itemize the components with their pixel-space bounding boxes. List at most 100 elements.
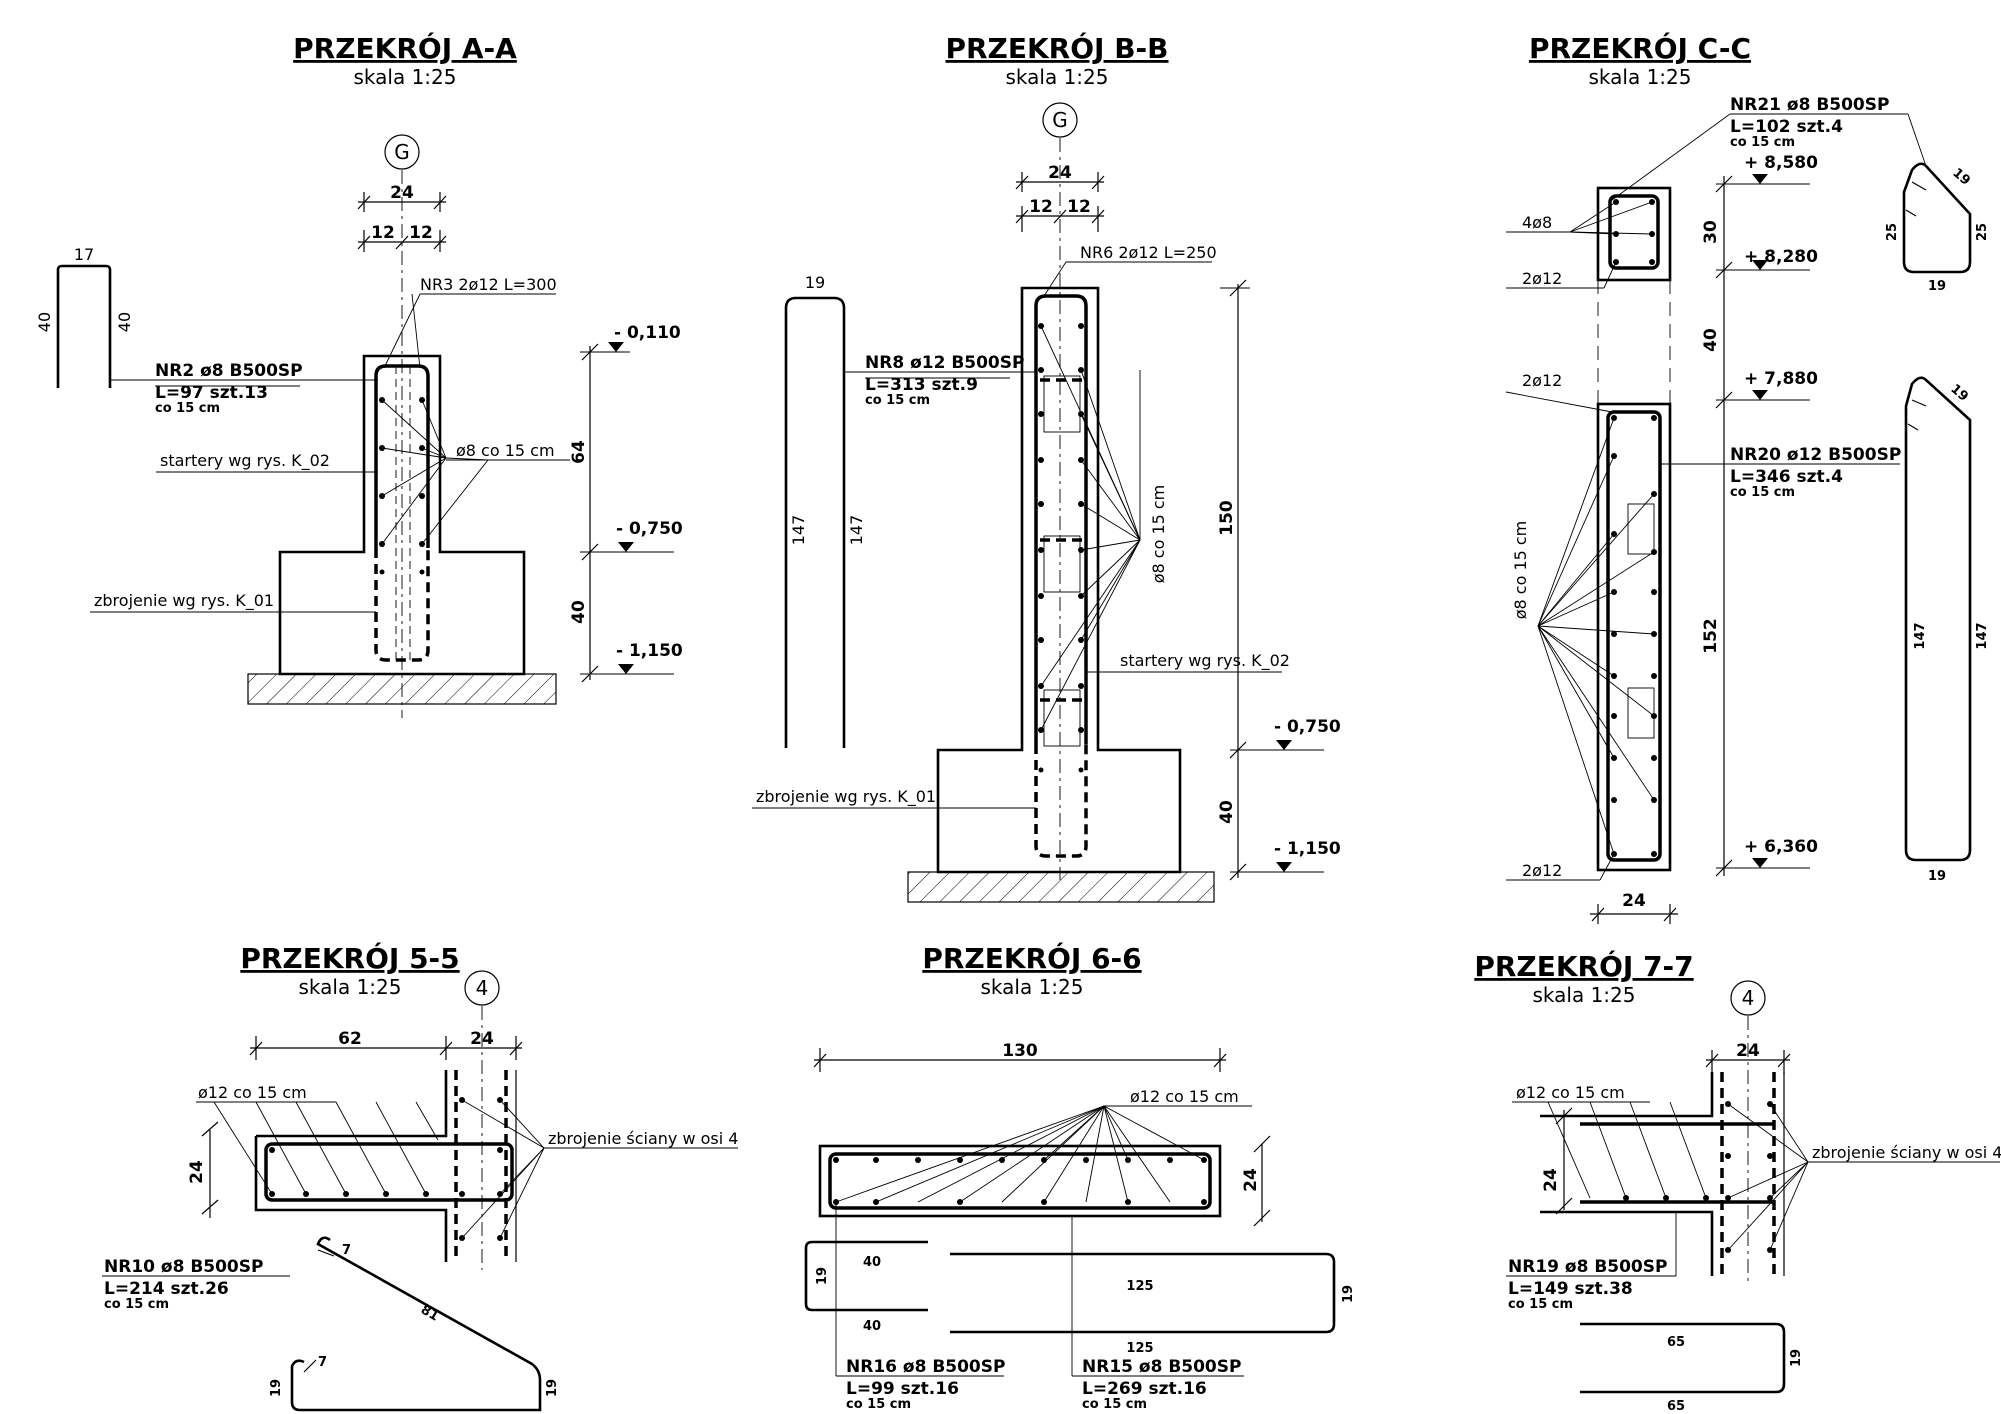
nr16-line2: L=99 szt.16 — [846, 1379, 959, 1399]
levels-aa: - 0,110 - 0,750 - 1,150 64 40 — [569, 323, 683, 683]
bar-len-bottom: 19 — [1928, 279, 1946, 294]
ground-hatch — [247, 673, 557, 705]
dim-label: 152 — [1701, 618, 1721, 654]
dim-label: 24 — [1241, 1168, 1261, 1192]
bar-len-left: 25 — [1885, 223, 1900, 241]
section-b-b-scale: skala 1:25 — [1006, 65, 1109, 89]
section-b-b-title: PRZEKRÓJ B-B — [945, 31, 1168, 65]
nr21-line2: L=102 szt.4 — [1730, 117, 1843, 137]
stirrups-label: ø8 co 15 cm — [1511, 521, 1530, 620]
slab-outline — [254, 1070, 448, 1262]
wall-label: zbrojenie ściany w osi 4 — [1812, 1143, 2001, 1162]
axis-label: 4 — [1742, 986, 1755, 1010]
dim-label: 12 — [1067, 197, 1091, 217]
leader-wall-5-5: zbrojenie ściany w osi 4 — [461, 1099, 738, 1239]
wall-label: zbrojenie ściany w osi 4 — [548, 1129, 738, 1148]
rebar-dots-cc — [1611, 415, 1657, 857]
bar-len-top: 19 — [1949, 166, 1973, 189]
dim-24-aa: 24 12 12 — [357, 183, 447, 252]
nr16-line3: co 15 cm — [846, 1397, 911, 1412]
dim-label: 150 — [1217, 500, 1237, 536]
wall-outline — [1596, 402, 1672, 872]
section-6-6-title: PRZEKRÓJ 6-6 — [922, 941, 1141, 975]
rebar-4o8-label: 4ø8 — [1522, 213, 1552, 232]
dim-label: 12 — [371, 223, 395, 243]
axis-marker-g: G — [1042, 102, 1078, 880]
bar-len-side: 19 — [815, 1267, 830, 1285]
level-label: + 6,360 — [1744, 837, 1818, 857]
dims-7-7: 24 24 — [1541, 1041, 1791, 1215]
nr20-line1: NR20 ø12 B500SP — [1730, 445, 1901, 465]
nr10-line3: co 15 cm — [104, 1297, 169, 1312]
dim-label: 24 — [1736, 1041, 1760, 1061]
axis-label: G — [1052, 108, 1068, 132]
leader-wall-7-7: zbrojenie ściany w osi 4 — [1727, 1103, 2001, 1251]
nr15-line1: NR15 ø8 B500SP — [1082, 1357, 1241, 1377]
nr8-line2: L=313 szt.9 — [865, 375, 978, 395]
bar-len-top: 19 — [805, 273, 825, 292]
section-a-a-scale: skala 1:25 — [354, 65, 457, 89]
nr10-line2: L=214 szt.26 — [104, 1279, 229, 1299]
section-c-c: PRZEKRÓJ C-C skala 1:25 — [1505, 31, 1990, 924]
bar-len-bottom: 125 — [1126, 1341, 1153, 1356]
bar-len-hook: 7 — [342, 1243, 351, 1258]
leader-stirrups-cc: ø8 co 15 cm — [1511, 417, 1655, 855]
leader-bars-7-7: ø12 co 15 cm — [1512, 1083, 1707, 1199]
dim-label: 40 — [1701, 328, 1721, 352]
section-5-5-scale: skala 1:25 — [299, 975, 402, 999]
bar-len-bottom: 40 — [863, 1319, 881, 1334]
leader-bars-6-6: ø12 co 15 cm — [835, 1087, 1252, 1203]
bar-len-top: 40 — [863, 1255, 881, 1270]
level-label: - 1,150 — [1274, 839, 1341, 859]
nr16-line1: NR16 ø8 B500SP — [846, 1357, 1005, 1377]
nr19-line3: co 15 cm — [1508, 1297, 1573, 1312]
section-6-6-scale: skala 1:25 — [981, 975, 1084, 999]
dim-label: 24 — [187, 1160, 207, 1184]
levels-bb: - 0,750 - 1,150 150 40 — [1217, 279, 1341, 881]
nr8-line1: NR8 ø12 B500SP — [865, 353, 1024, 373]
nr15-line2: L=269 szt.16 — [1082, 1379, 1207, 1399]
bar-len-bottom: 65 — [1667, 1399, 1685, 1414]
bar-len-diag: 81 — [418, 1302, 441, 1324]
bar-len-right: 147 — [847, 515, 866, 546]
level-label: - 0,750 — [616, 519, 683, 539]
section-7-7-scale: skala 1:25 — [1533, 983, 1636, 1007]
bar-len-left: 40 — [35, 312, 54, 332]
bar-len-right: 19 — [545, 1379, 560, 1397]
nr19-line2: L=149 szt.38 — [1508, 1279, 1633, 1299]
rebar-dots-6-6 — [833, 1157, 1207, 1205]
dim-24-cc: 24 — [1590, 891, 1678, 924]
axis-marker-4: 4 — [464, 970, 500, 1270]
bar-nr15-shape: 125 125 19 — [950, 1252, 1356, 1356]
bar-nr2-shape: 17 40 40 — [35, 245, 134, 388]
beam-outline — [818, 1144, 1222, 1218]
level-label: - 0,110 — [614, 323, 681, 343]
nr15-line3: co 15 cm — [1082, 1397, 1147, 1412]
level-label: + 8,280 — [1744, 247, 1818, 267]
bars-label: ø12 co 15 cm — [198, 1083, 307, 1102]
bars-label: ø12 co 15 cm — [1130, 1087, 1239, 1106]
leader-stirrups-aa: ø8 co 15 cm — [381, 399, 570, 545]
section-c-c-title: PRZEKRÓJ C-C — [1529, 31, 1751, 65]
nr3-label: NR3 2ø12 L=300 — [420, 275, 557, 294]
level-label: + 7,880 — [1744, 369, 1818, 389]
bar-len-right: 147 — [1975, 622, 1990, 649]
rebar-2o12-label: 2ø12 — [1522, 269, 1562, 288]
bar-nr19-shape: 65 65 19 — [1580, 1322, 1804, 1414]
bar-nr16-shape: 40 40 19 — [804, 1240, 928, 1334]
rebar-dots-5-5 — [269, 1097, 503, 1241]
nr2-line3: co 15 cm — [155, 401, 220, 416]
dim-label: 30 — [1701, 220, 1721, 244]
stirrup-rebar — [1034, 294, 1088, 744]
bar-nr8-shape: 19 147 147 — [784, 273, 866, 748]
bar-nr20-shape: 19 147 147 19 — [1904, 376, 1990, 884]
bar-len-left: 147 — [1913, 622, 1928, 649]
nr21-line1: NR21 ø8 B500SP — [1730, 95, 1889, 115]
level-label: - 1,150 — [616, 641, 683, 661]
bar-len-right: 40 — [115, 312, 134, 332]
section-6-6: PRZEKRÓJ 6-6 skala 1:25 130 24 — [804, 941, 1356, 1412]
axis-marker-4: 4 — [1730, 980, 1766, 1286]
bar-len-top: 17 — [74, 245, 94, 264]
dim-label: 24 — [470, 1029, 494, 1049]
nr20-line3: co 15 cm — [1730, 485, 1795, 500]
